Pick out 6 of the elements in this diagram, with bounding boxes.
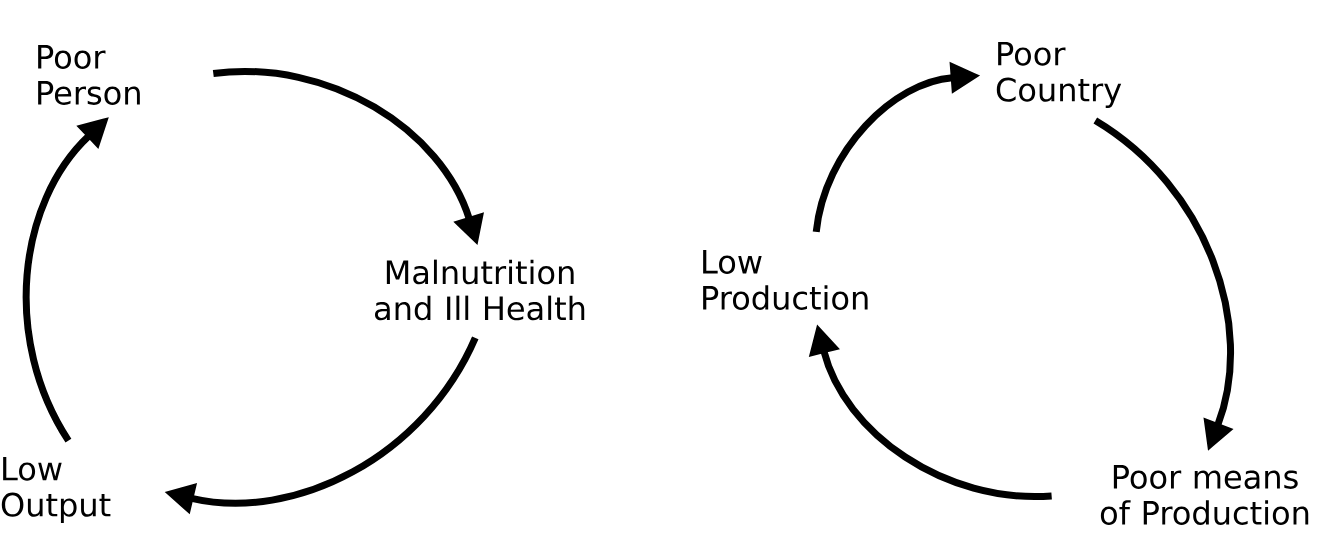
cycle-label: Poor Country [996,42,1122,108]
cycle-label: Malnutrition and Ill Health [375,259,585,321]
cycle-label: Low Output [1,457,111,523]
cycle-label: Poor Person [38,45,140,105]
cycle-label: Poor means of Production [1100,465,1309,525]
cycle-label: Low Production [703,250,868,310]
